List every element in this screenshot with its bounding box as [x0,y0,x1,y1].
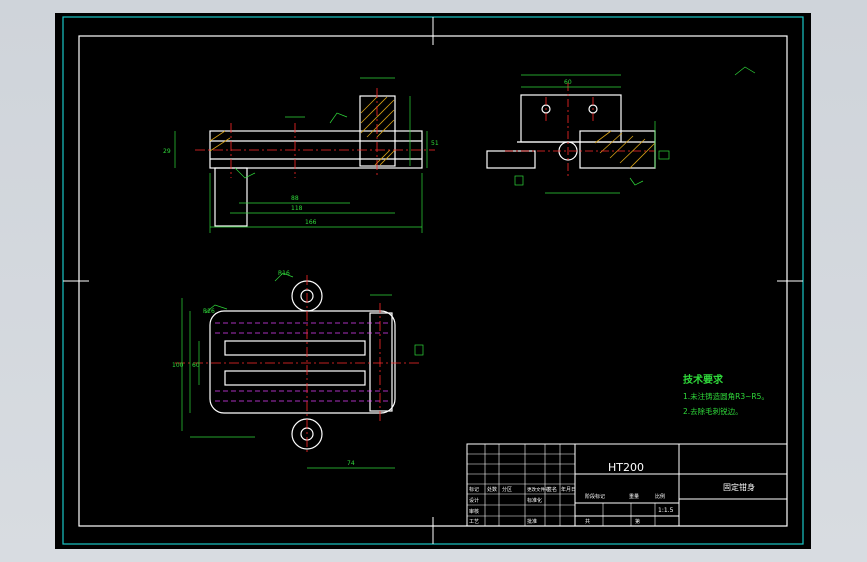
title-block: HT200 固定钳身 标记 处数 分区 更改文件号 签名 年月日 设计 标准化 … [466,443,788,527]
drawing-canvas[interactable]: 166 118 88 29 51 [55,13,811,549]
dim-51: 51 [431,140,439,147]
plan-view: R16 R26 74 100 60 [172,270,424,469]
front-view: 166 118 88 29 51 [163,77,439,233]
label-standard: 标准化 [527,497,542,504]
dim-plan-60: 60 [192,362,200,369]
label-scale: 比例 [655,493,665,500]
label-mark: 标记 [469,486,479,493]
dim-r16: R16 [278,270,290,277]
dim-100: 100 [172,362,184,369]
label-change-doc: 更改文件号 [527,486,550,493]
label-sheet-num: 第 [635,518,640,525]
dim-166: 166 [305,219,317,226]
label-count: 处数 [487,486,497,493]
dim-74: 74 [347,460,355,467]
label-process: 工艺 [469,519,479,525]
front-hatch [209,96,396,166]
side-view: 60 [486,66,756,194]
dim-118: 118 [291,205,303,212]
tech-note-2: 2.去除毛刺锐边。 [683,406,743,416]
label-approve: 批准 [527,518,537,525]
tech-note-1: 1.未注铸造圆角R3~R5。 [683,391,769,401]
dim-side-60: 60 [564,79,572,86]
tech-title: 技术要求 [683,373,724,386]
label-stage: 阶段标记 [585,493,605,500]
label-weight: 重量 [629,493,639,500]
label-sheet-total: 共 [585,518,590,525]
tech-requirements: 技术要求 1.未注铸造圆角R3~R5。 2.去除毛刺锐边。 [683,373,769,416]
drawing-svg: 166 118 88 29 51 [62,16,804,545]
dim-r26: R26 [203,308,215,315]
plan-hidden [215,322,390,402]
dim-29: 29 [163,148,171,155]
material-text: HT200 [608,461,644,474]
center-marks [63,17,803,544]
part-name-text: 固定钳身 [723,482,755,492]
label-check: 审核 [469,508,479,515]
dim-88: 88 [291,195,299,202]
scale-value: 1:1.5 [658,507,674,514]
outer-frame [62,16,804,545]
label-zone: 分区 [502,486,512,493]
label-sign: 签名 [547,486,557,493]
side-hatch [594,130,656,169]
label-design: 设计 [469,497,479,504]
inner-frame [78,35,788,527]
label-date: 年月日 [561,486,576,493]
